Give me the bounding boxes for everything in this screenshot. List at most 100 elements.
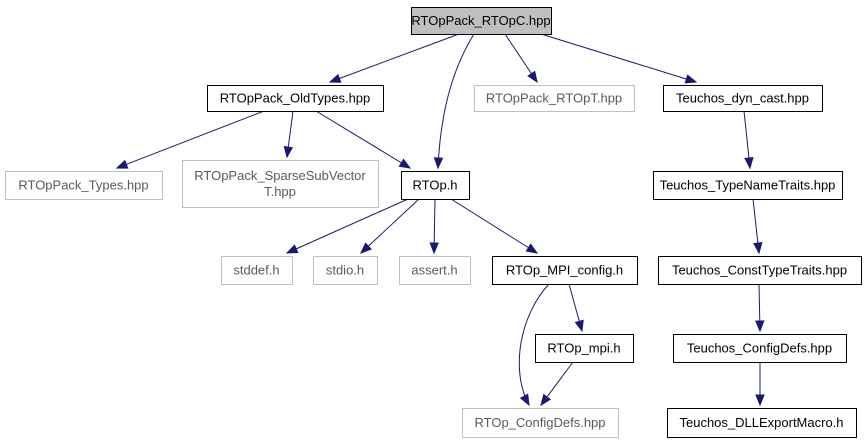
arrowhead xyxy=(285,244,299,254)
edge-line xyxy=(315,110,411,169)
edge-line xyxy=(116,110,265,169)
edge-rtoppack_rtopc-to-rtoppack_oldtypes xyxy=(328,33,460,83)
node-rtop-h[interactable]: RTOp.h xyxy=(401,171,470,200)
node-label: RTOpPack_Types.hpp xyxy=(18,178,148,193)
node-label: RTOp_mpi.h xyxy=(547,341,620,356)
node-label: Teuchos_DLLExportMacro.h xyxy=(679,415,843,430)
edges-layer xyxy=(115,33,765,407)
node-label: RTOp.h xyxy=(412,178,457,193)
arrowhead xyxy=(360,242,372,254)
node-box xyxy=(5,171,163,200)
node-rtoppack-types[interactable]: RTOpPack_Types.hpp xyxy=(5,171,163,200)
arrowhead xyxy=(753,242,763,255)
node-rtop-configdefs[interactable]: RTOp_ConfigDefs.hpp xyxy=(462,408,619,438)
node-box xyxy=(401,171,470,200)
edge-rtop_h-to-stddef xyxy=(285,198,409,254)
arrowhead xyxy=(525,243,539,254)
node-label: T.hpp xyxy=(264,184,296,199)
node-label: assert.h xyxy=(411,263,457,278)
node-label: Teuchos_TypeNameTraits.hpp xyxy=(660,178,836,193)
arrowhead xyxy=(328,73,342,83)
node-label: RTOp_MPI_config.h xyxy=(506,263,623,278)
node-label: Teuchos_ConstTypeTraits.hpp xyxy=(672,263,847,278)
edge-line xyxy=(518,283,550,406)
arrowhead xyxy=(433,157,444,170)
node-rtoppack-rtopt[interactable]: RTOpPack_RTOpT.hpp xyxy=(474,85,635,112)
node-box xyxy=(653,171,843,200)
node-label: stddef.h xyxy=(233,263,279,278)
node-label: stdio.h xyxy=(326,263,364,278)
node-teuchos-typenametraits[interactable]: Teuchos_TypeNameTraits.hpp xyxy=(653,171,843,200)
edge-line xyxy=(437,33,475,169)
node-box xyxy=(667,408,857,438)
node-stdio[interactable]: stdio.h xyxy=(313,256,378,285)
node-box xyxy=(663,85,823,112)
edge-line xyxy=(450,198,538,254)
node-label: RTOpPack_RTOpT.hpp xyxy=(486,91,622,106)
node-box xyxy=(492,256,638,285)
node-label: RTOpPack_SparseSubVector xyxy=(194,168,366,183)
node-box xyxy=(207,85,384,112)
edge-teuchos_consttypetraits-to-teuchos_configdefs xyxy=(755,283,765,333)
arrowhead xyxy=(755,320,765,333)
arrowhead xyxy=(744,157,754,170)
arrowhead xyxy=(684,74,698,84)
node-box xyxy=(535,334,634,363)
node-box xyxy=(221,256,293,285)
edge-rtoppack_rtopc-to-teuchos_dyn_cast xyxy=(540,33,698,84)
edge-rtop_mpi_config-to-rtop_mpi xyxy=(568,283,584,333)
edge-rtoppack_rtopc-to-rtop_h xyxy=(433,33,475,170)
edge-teuchos_typenametraits-to-teuchos_consttypetraits xyxy=(752,198,763,255)
edge-rtoppack_oldtypes-to-rtoppack_types xyxy=(115,110,265,169)
edge-line xyxy=(286,198,409,254)
node-teuchos-configdefs[interactable]: Teuchos_ConfigDefs.hpp xyxy=(673,334,847,363)
node-box xyxy=(399,256,471,285)
edge-rtop_h-to-rtop_mpi_config xyxy=(450,198,539,254)
edge-rtoppack_oldtypes-to-rtop_h xyxy=(315,110,412,169)
edge-rtop_mpi_config-to-rtop_configdefs xyxy=(518,283,550,407)
arrowhead xyxy=(283,145,294,159)
edge-rtop_h-to-assert xyxy=(429,198,439,255)
arrowhead xyxy=(115,159,129,169)
arrowhead xyxy=(574,319,584,333)
edge-teuchos_configdefs-to-teuchos_dllexport xyxy=(755,362,765,407)
arrowhead xyxy=(429,242,439,255)
edge-teuchos_dyn_cast-to-teuchos_typenametraits xyxy=(743,110,754,170)
arrowhead xyxy=(398,158,412,169)
node-label: Teuchos_ConfigDefs.hpp xyxy=(687,341,832,356)
edge-rtoppack_rtopc-to-rtoppack_rtopt xyxy=(504,33,538,84)
node-stddef[interactable]: stddef.h xyxy=(221,256,293,285)
node-teuchos-consttypetraits[interactable]: Teuchos_ConstTypeTraits.hpp xyxy=(658,256,862,285)
node-rtoppack-oldtypes[interactable]: RTOpPack_OldTypes.hpp xyxy=(207,85,384,112)
edge-line xyxy=(540,33,697,83)
node-rtop-mpi-config[interactable]: RTOp_MPI_config.h xyxy=(492,256,638,285)
node-label: Teuchos_dyn_cast.hpp xyxy=(676,91,809,106)
node-box xyxy=(182,160,379,208)
node-box xyxy=(462,408,619,438)
node-teuchos-dyn-cast[interactable]: Teuchos_dyn_cast.hpp xyxy=(663,85,823,112)
node-assert[interactable]: assert.h xyxy=(399,256,471,285)
edge-rtoppack_oldtypes-to-rtoppack_sparsesub xyxy=(283,110,294,159)
node-box xyxy=(313,256,378,285)
node-label: RTOpPack_OldTypes.hpp xyxy=(220,91,371,106)
edge-rtop_h-to-stdio xyxy=(360,198,420,254)
node-box xyxy=(658,256,862,285)
node-box xyxy=(411,7,552,35)
edge-rtop_mpi-to-rtop_configdefs xyxy=(540,361,574,407)
node-rtoppack-rtopc[interactable]: RTOpPack_RTOpC.hpp xyxy=(411,7,552,35)
edge-line xyxy=(360,198,420,254)
arrowhead xyxy=(540,393,552,407)
node-label: RTOpPack_RTOpC.hpp xyxy=(411,13,550,28)
edge-line xyxy=(329,33,460,83)
arrowhead xyxy=(519,393,530,407)
node-box xyxy=(673,334,847,363)
node-label: RTOp_ConfigDefs.hpp xyxy=(474,415,605,430)
arrowhead xyxy=(755,394,765,407)
arrowhead xyxy=(527,70,538,84)
node-box xyxy=(474,85,635,112)
node-teuchos-dllexport[interactable]: Teuchos_DLLExportMacro.h xyxy=(667,408,857,438)
node-rtop-mpi[interactable]: RTOp_mpi.h xyxy=(535,334,634,363)
